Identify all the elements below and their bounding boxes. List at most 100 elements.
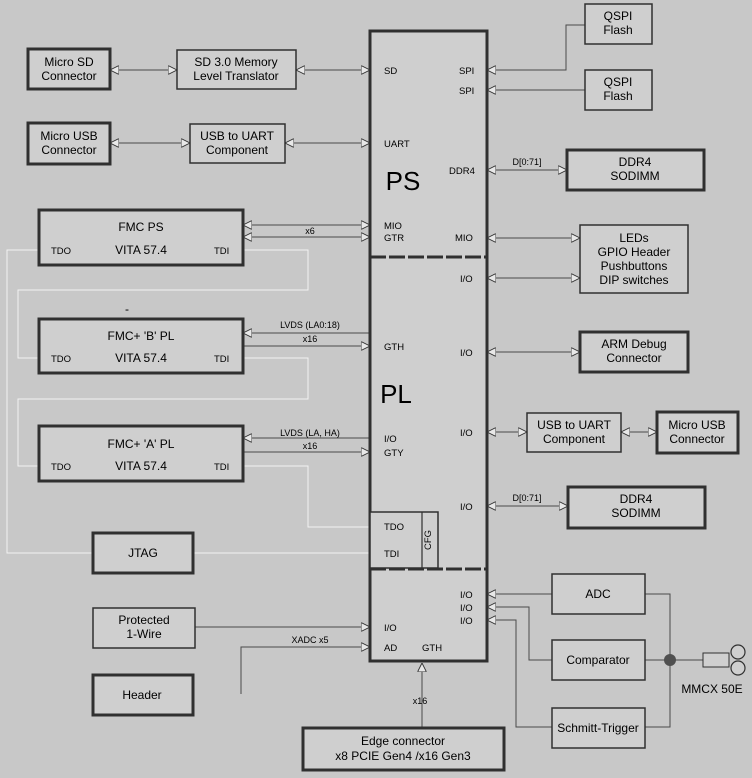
pin-io-uart: I/O — [460, 428, 473, 439]
usb-uart-component-right: USB to UART Component — [526, 412, 622, 453]
usb-uart-left-line1: USB to UART — [200, 129, 274, 143]
ddr4-sodimm-top: DDR4 SODIMM — [565, 148, 706, 192]
adc-block: ADC — [551, 573, 646, 615]
fmc-a-std: VITA 57.4 — [115, 459, 167, 473]
bus-edge-x16: x16 — [413, 696, 428, 706]
ddr4-top-line1: DDR4 — [619, 155, 652, 169]
bus-fmc-b-lvds: LVDS (LA0:18) — [280, 320, 340, 330]
bus-fmc-a-x16: x16 — [303, 441, 318, 451]
fmc-ps-tdi: TDI — [214, 246, 229, 257]
fmc-b-title: FMC+ 'B' PL — [108, 329, 175, 343]
pin-io-arm: I/O — [460, 348, 473, 359]
leds-line2: GPIO Header — [598, 245, 671, 259]
fmc-b-block: FMC+ 'B' PL VITA 57.4 TDO TDI — [37, 317, 245, 375]
qspi2-line1: QSPI — [604, 75, 633, 89]
leds-line4: DIP switches — [599, 273, 668, 287]
micro-usb-connector-left: Micro USB Connector — [26, 121, 112, 166]
one-wire-line2: 1-Wire — [126, 627, 162, 641]
fmc-ps-block: FMC PS VITA 57.4 TDO TDI — [37, 208, 245, 267]
micro-sd-connector: Micro SD Connector — [26, 47, 112, 91]
leds-gpio-block: LEDs GPIO Header Pushbuttons DIP switche… — [579, 224, 689, 294]
header-label: Header — [122, 688, 161, 702]
pin-io-adc-3: I/O — [460, 616, 473, 627]
schmitt-label: Schmitt-Trigger — [557, 721, 639, 735]
qspi1-line2: Flash — [603, 23, 632, 37]
pin-sd: SD — [384, 66, 397, 77]
connections — [110, 24, 703, 728]
usb-uart-right-line2: Component — [543, 432, 606, 446]
mmcx-label: MMCX 50E — [681, 682, 742, 696]
qspi-flash-2: QSPI Flash — [584, 69, 653, 111]
pin-gtr: GTR — [384, 233, 404, 244]
fmc-ps-title: FMC PS — [118, 220, 163, 234]
pin-uart: UART — [384, 139, 410, 150]
fmc-a-block: FMC+ 'A' PL VITA 57.4 TDO TDI — [37, 424, 245, 483]
pin-tdo: TDO — [384, 522, 404, 533]
junction-dot — [664, 654, 676, 666]
fmc-b-tdi: TDI — [214, 354, 229, 365]
schmitt-trigger-block: Schmitt-Trigger — [551, 707, 646, 749]
edge-line2: x8 PCIE Gen4 /x16 Gen3 — [335, 749, 471, 763]
pin-ddr4: DDR4 — [449, 166, 475, 177]
fpga-device: CFG PS PL SD SPI SPI UART DDR4 MIO GTR M… — [368, 29, 489, 663]
pin-gth: GTH — [384, 342, 404, 353]
arm-debug-line1: ARM Debug — [601, 337, 666, 351]
bus-fmc-ps-x6: x6 — [305, 226, 315, 236]
usb-uart-component-left: USB to UART Component — [189, 123, 286, 164]
pin-gth-bottom: GTH — [422, 643, 442, 654]
pin-mio-right: MIO — [455, 233, 473, 244]
pin-mio-left: MIO — [384, 221, 402, 232]
bus-fmc-b-x16: x16 — [303, 334, 318, 344]
leds-line1: LEDs — [619, 231, 648, 245]
fmc-a-title: FMC+ 'A' PL — [108, 437, 175, 451]
micro-usb-left-line1: Micro USB — [40, 129, 97, 143]
pl-label: PL — [380, 379, 412, 409]
jtag-label: JTAG — [128, 546, 158, 560]
cfg-block — [369, 511, 439, 569]
qspi2-line2: Flash — [603, 89, 632, 103]
usb-uart-right-line1: USB to UART — [537, 418, 611, 432]
pin-spi-2: SPI — [459, 86, 474, 97]
pin-tdi: TDI — [384, 549, 399, 560]
stray-mark: - — [125, 302, 129, 316]
comparator-label: Comparator — [566, 653, 629, 667]
pin-io-a: I/O — [384, 434, 397, 445]
one-wire-block: Protected 1-Wire — [92, 607, 196, 649]
micro-usb-right-line1: Micro USB — [668, 418, 725, 432]
fmc-b-std: VITA 57.4 — [115, 351, 167, 365]
cfg-label: CFG — [423, 530, 434, 550]
pin-io-ddr: I/O — [460, 502, 473, 513]
sd-translator-line2: Level Translator — [193, 69, 278, 83]
micro-usb-connector-right: Micro USB Connector — [655, 410, 740, 455]
qspi1-line1: QSPI — [604, 9, 633, 23]
mmcx-icon — [730, 644, 746, 660]
fmc-ps-std: VITA 57.4 — [115, 243, 167, 257]
usb-uart-left-line2: Component — [206, 143, 269, 157]
pin-gty: GTY — [384, 448, 404, 459]
ddr4-bottom-line1: DDR4 — [620, 492, 653, 506]
bus-ddr-top: D[0:71] — [512, 157, 541, 167]
header-block: Header — [91, 673, 195, 717]
edge-line1: Edge connector — [361, 734, 445, 748]
bus-fmc-a-lvds: LVDS (LA, HA) — [280, 428, 340, 438]
ddr4-bottom-line2: SODIMM — [611, 506, 660, 520]
pin-spi-1: SPI — [459, 66, 474, 77]
pin-io-adc-1: I/O — [460, 590, 473, 601]
micro-sd-line1: Micro SD — [44, 55, 94, 69]
fmc-b-tdo: TDO — [51, 354, 71, 365]
sd-translator-line1: SD 3.0 Memory — [194, 55, 277, 69]
mmcx-connector: MMCX 50E — [664, 644, 746, 696]
ps-label: PS — [386, 166, 421, 196]
bus-xadc: XADC x5 — [291, 635, 328, 645]
fmc-ps-tdo: TDO — [51, 246, 71, 257]
fmc-a-tdo: TDO — [51, 462, 71, 473]
micro-usb-left-line2: Connector — [41, 143, 96, 157]
micro-sd-line2: Connector — [41, 69, 96, 83]
pin-io-adc-2: I/O — [460, 603, 473, 614]
jtag-chain — [6, 249, 370, 554]
arm-debug-connector: ARM Debug Connector — [578, 330, 690, 374]
fmc-a-tdi: TDI — [214, 462, 229, 473]
bus-ddr-bottom: D[0:71] — [512, 493, 541, 503]
pin-io-top: I/O — [460, 274, 473, 285]
